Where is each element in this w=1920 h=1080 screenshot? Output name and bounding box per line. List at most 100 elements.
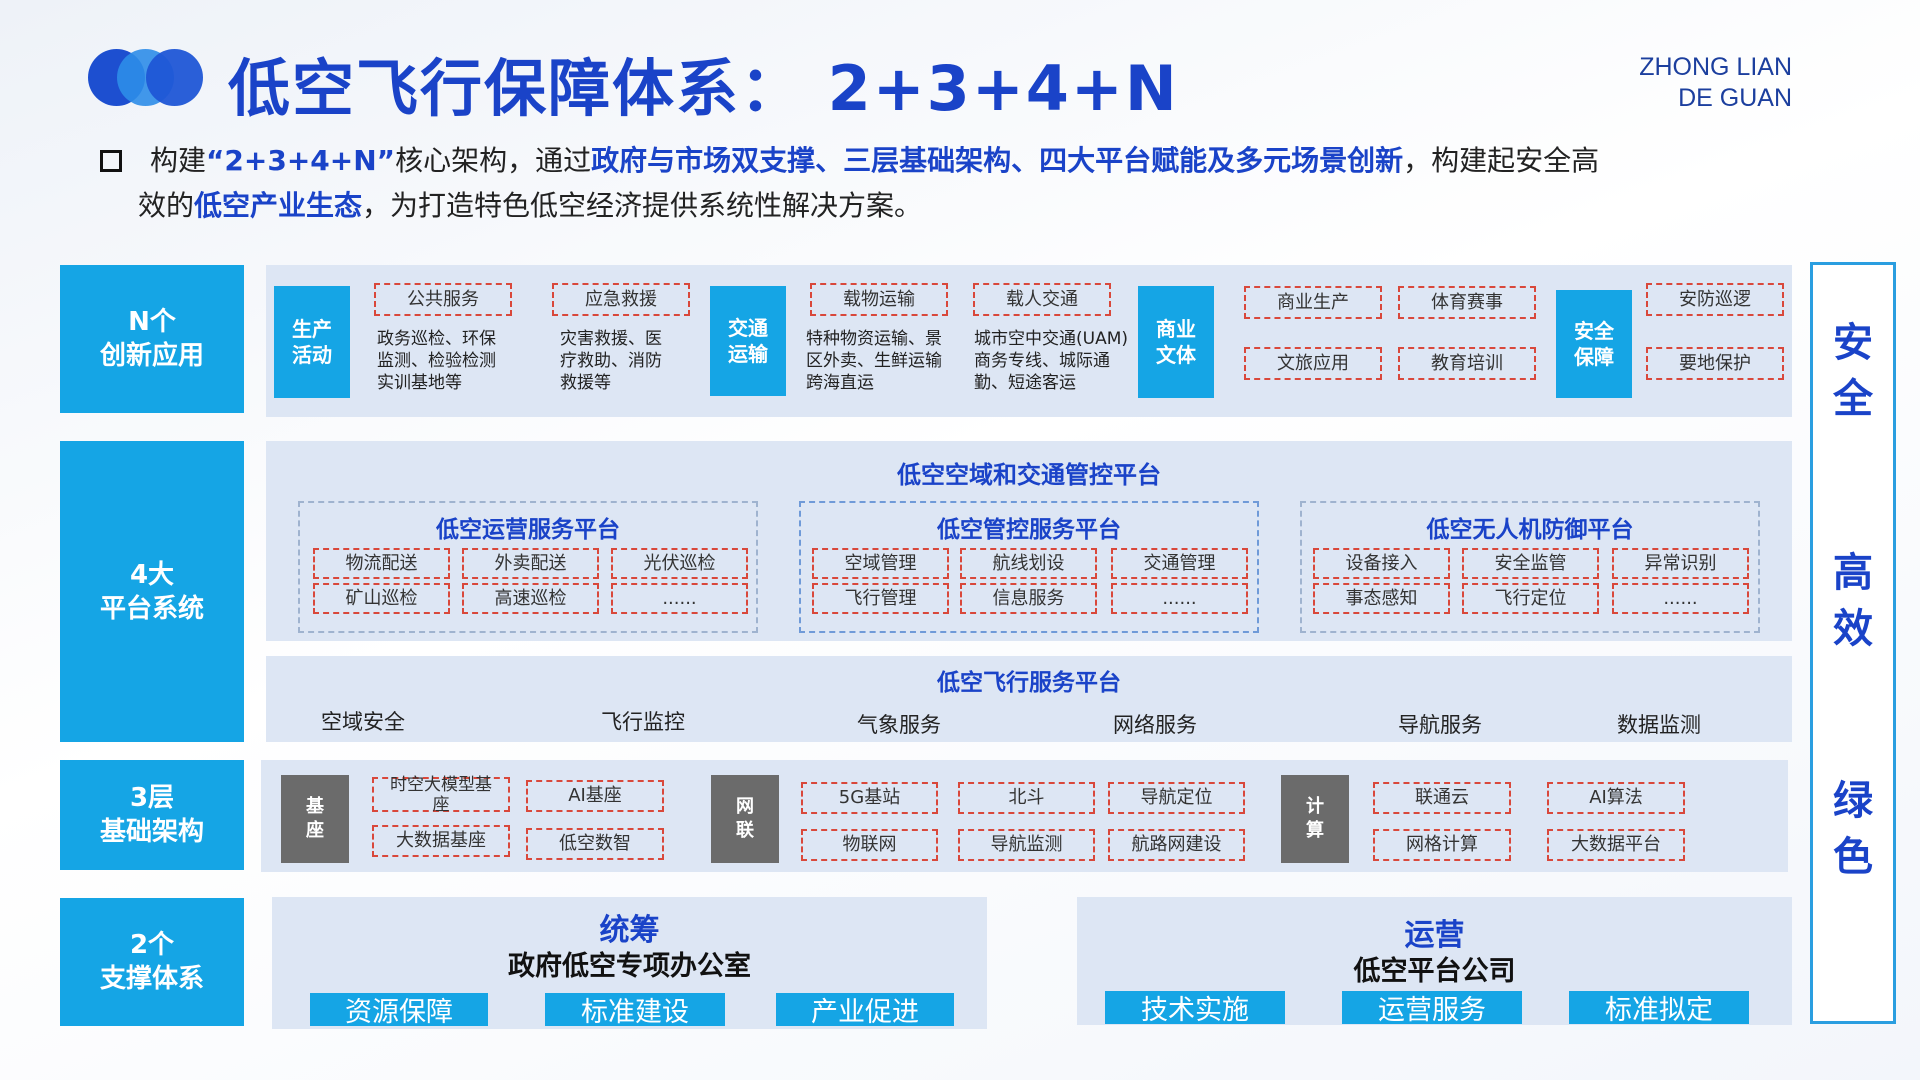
infra-base-item: 大数据基座 [372, 825, 510, 857]
infra-base-item: 时空大模型基座 [372, 775, 510, 815]
label-three-layers: 3层基础架构 [60, 760, 244, 870]
chip-line: 文体 [1156, 343, 1196, 367]
label-line: 4大 [129, 559, 175, 590]
flight-service-item: 导航服务 [1398, 713, 1482, 737]
control-item: 空域管理 [812, 548, 949, 579]
app-desc: 特种物资运输、景区外卖、生鲜运输跨海直运 [806, 328, 966, 394]
ops-item: 物流配送 [313, 548, 450, 579]
intro-text: 构建“2+3+4+N”核心架构，通过政府与市场双支撑、三层基础架构、四大平台赋能… [100, 138, 1800, 228]
defense-item: 安全监管 [1462, 548, 1599, 579]
label-line: 2个 [129, 930, 175, 960]
goal-char: 色 [1833, 834, 1873, 880]
intro-line-1: 构建“2+3+4+N”核心架构，通过政府与市场双支撑、三层基础架构、四大平台赋能… [100, 138, 1800, 183]
infra-base-item: 低空数智 [526, 828, 664, 860]
goal-char: 全 [1833, 376, 1873, 422]
desc-line: 商务专线、城际通 [974, 351, 1110, 371]
control-platform-group [799, 501, 1259, 633]
app-passenger-transport: 载人交通 [973, 283, 1111, 316]
intro-line-2: 效的低空产业生态，为打造特色低空经济提供系统性解决方案。 [100, 183, 1800, 228]
intro-part: ，构建起安全高 [1403, 144, 1600, 177]
chip-line: 活动 [292, 343, 332, 367]
app-desc: 城市空中交通(UAM)商务专线、城际通勤、短途客运 [974, 328, 1138, 394]
desc-line: 特种物资运输、景 [806, 329, 942, 349]
defense-item: 设备接入 [1313, 548, 1450, 579]
intro-highlight: 政府与市场双支撑、三层基础架构、四大平台赋能及多元场景创新 [591, 144, 1404, 177]
gov-role: 统筹 [599, 913, 660, 948]
infra-network-item: 5G基站 [801, 782, 938, 814]
desc-line: 实训基地等 [377, 373, 462, 393]
market-tag: 标准拟定 [1569, 991, 1749, 1026]
desc-line: 救援等 [560, 373, 611, 393]
app-desc: 政务巡检、环保监测、检验检测实训基地等 [377, 328, 527, 394]
market-tag: 技术实施 [1105, 991, 1285, 1026]
infra-compute-item: 大数据平台 [1547, 829, 1685, 861]
flight-service-item: 数据监测 [1617, 713, 1701, 737]
defense-item: 飞行定位 [1462, 583, 1599, 614]
app-education-training: 教育培训 [1398, 347, 1536, 380]
infra-network-item: 北斗 [958, 782, 1095, 814]
chip-line: 生产 [292, 317, 332, 341]
gov-tag: 标准建设 [545, 993, 725, 1028]
goal-char: 效 [1833, 606, 1873, 652]
chip-line: 运输 [728, 342, 768, 366]
infra-panel [261, 760, 1788, 872]
ops-item: 光伏巡检 [611, 548, 748, 579]
app-desc: 灾害救援、医疗救助、消防救援等 [560, 328, 690, 394]
gov-org: 政府低空专项办公室 [508, 951, 751, 982]
chip-production: 生产活动 [274, 286, 350, 398]
company-line-1: ZHONG LIAN [1639, 53, 1792, 81]
logo-circles [88, 49, 203, 106]
chip-line: 交通 [728, 316, 768, 340]
flight-service-item: 网络服务 [1113, 713, 1197, 737]
infra-compute-item: 联通云 [1373, 782, 1511, 814]
chip-line: 网 [736, 796, 754, 817]
defense-platform-group [1300, 501, 1760, 633]
flight-service-item: 气象服务 [857, 713, 941, 737]
chip-commerce: 商业文体 [1138, 286, 1214, 398]
defense-item: ...... [1612, 583, 1749, 614]
flight-service-panel [266, 656, 1792, 742]
label-two-supports: 2个支撑体系 [60, 898, 244, 1026]
chip-transport: 交通运输 [710, 286, 786, 396]
app-key-site-protection: 要地保护 [1646, 347, 1784, 380]
chip-network: 网联 [711, 775, 779, 863]
label-line: 平台系统 [99, 593, 204, 624]
app-cargo-transport: 载物运输 [810, 283, 948, 316]
label-line: 3层 [129, 783, 175, 813]
control-item: 航线划设 [960, 548, 1097, 579]
desc-line: 区外卖、生鲜运输 [806, 351, 942, 371]
intro-part: 构建 [150, 144, 207, 177]
defense-item: 异常识别 [1612, 548, 1749, 579]
company-line-2: DE GUAN [1678, 84, 1792, 112]
control-item: 飞行管理 [812, 583, 949, 614]
intro-highlight: 低空产业生态 [194, 189, 363, 222]
label-line: 创新应用 [99, 341, 204, 371]
infra-network-item: 航路网建设 [1108, 829, 1245, 861]
ops-item: ...... [611, 583, 748, 614]
apps-panel [266, 265, 1792, 417]
infra-network-item: 物联网 [801, 829, 938, 861]
desc-line: 跨海直运 [806, 373, 874, 393]
goal-char: 绿 [1833, 778, 1873, 824]
label-line: 支撑体系 [99, 964, 204, 994]
infra-network-item: 导航监测 [958, 829, 1095, 861]
infra-compute-item: AI算法 [1547, 782, 1685, 814]
desc-line: 勤、短途客运 [974, 373, 1076, 393]
chip-base: 基座 [281, 775, 349, 863]
flight-service-title: 低空飞行服务平台 [937, 670, 1121, 696]
app-cultural-tourism: 文旅应用 [1244, 347, 1382, 380]
flight-service-item: 空域安全 [321, 710, 405, 734]
intro-highlight: “2+3+4+N” [206, 144, 396, 177]
control-item: 信息服务 [960, 583, 1097, 614]
intro-part: 效的 [138, 189, 195, 222]
market-role: 运营 [1404, 918, 1465, 953]
label-four-platforms: 4大平台系统 [60, 441, 244, 742]
market-tag: 运营服务 [1342, 991, 1522, 1026]
chip-line: 安全 [1574, 319, 1614, 343]
control-item: 交通管理 [1111, 548, 1248, 579]
market-org: 低空平台公司 [1353, 956, 1516, 987]
platforms-panel [266, 441, 1792, 641]
app-commercial-production: 商业生产 [1244, 286, 1382, 319]
chip-line: 商业 [1156, 317, 1196, 341]
chip-security: 安全保障 [1556, 290, 1632, 398]
